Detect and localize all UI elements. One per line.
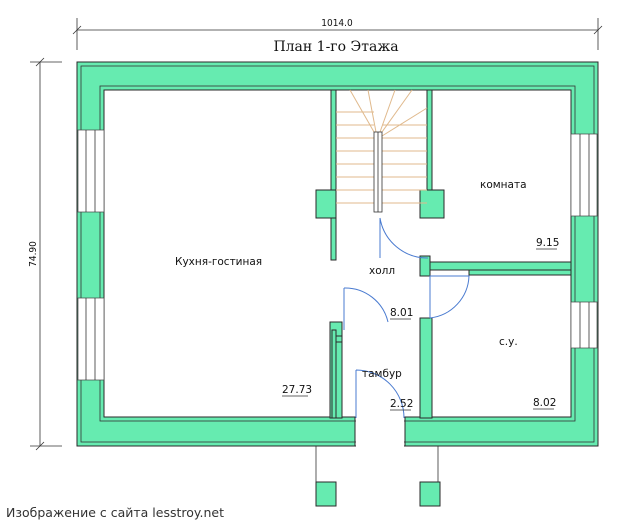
door-entrance: [355, 369, 405, 419]
door-wc: [429, 275, 470, 319]
room-label-bedroom: комната: [480, 179, 527, 191]
image-credit: Изображение с сайта lesstroy.net: [6, 505, 224, 520]
room-label-wc: с.у.: [499, 336, 518, 348]
room-area-bedroom: 9.15: [536, 237, 559, 249]
width-dimension-label: 1014.0: [321, 18, 353, 29]
window-left-upper: [77, 129, 105, 213]
window-right-lower: [570, 301, 598, 349]
room-area-hall: 8.01: [390, 307, 413, 319]
width-dimension: 1014.0: [72, 18, 603, 50]
room-area-wc: 8.02: [533, 397, 556, 409]
height-dimension: 74.90: [28, 57, 62, 451]
door-room: [379, 217, 429, 259]
room-area-kitchen: 27.73: [282, 384, 312, 396]
room-label-hall: холл: [369, 265, 395, 277]
door-vestibule: [343, 287, 389, 330]
windows: [77, 129, 598, 381]
exterior-walls: [76, 61, 599, 448]
room-area-vestibule: 2.52: [390, 398, 413, 410]
staircase: [336, 89, 428, 213]
plan-title: План 1-го Этажа: [273, 39, 398, 55]
window-right-upper: [570, 133, 598, 217]
porch: [315, 446, 441, 507]
room-label-kitchen: Кухня-гостиная: [175, 256, 262, 268]
doors: [343, 217, 470, 419]
window-left-lower: [77, 297, 105, 381]
height-dimension-label: 74.90: [28, 241, 39, 267]
interior-walls: [315, 89, 572, 419]
room-label-vestibule: тамбур: [362, 368, 402, 380]
